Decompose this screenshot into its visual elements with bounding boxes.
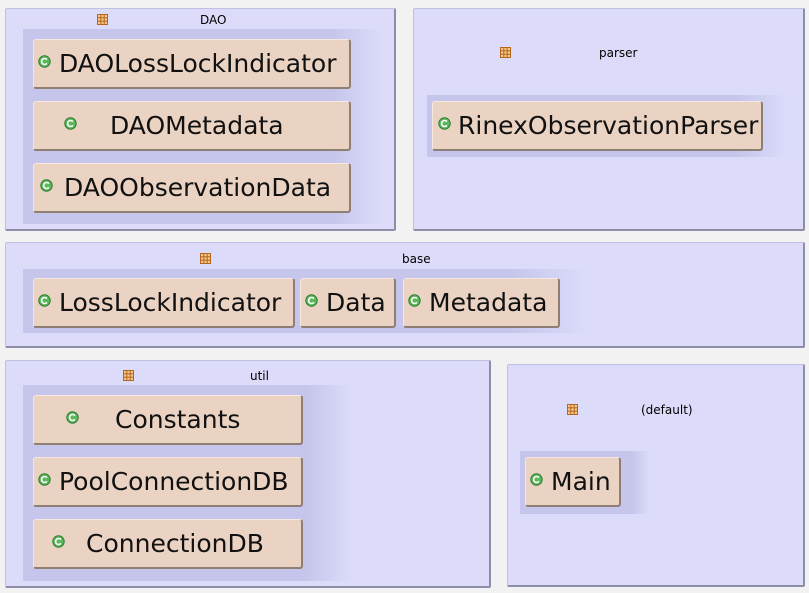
class-main[interactable]: Main: [525, 457, 621, 507]
class-name: Data: [326, 288, 386, 317]
class-pool-connection-db[interactable]: PoolConnectionDB: [33, 457, 303, 507]
class-dao-observation-data[interactable]: DAOObservationData: [33, 163, 351, 213]
class-icon: [66, 411, 79, 424]
package-label: DAO: [200, 13, 227, 27]
class-icon: [38, 294, 51, 307]
class-name: Main: [551, 467, 611, 496]
class-icon: [40, 179, 53, 192]
package-icon: [500, 47, 511, 58]
class-metadata[interactable]: Metadata: [403, 278, 560, 328]
class-name: DAOObservationData: [64, 173, 332, 202]
class-icon: [530, 473, 543, 486]
class-rinex-observation-parser[interactable]: RinexObservationParser: [432, 101, 763, 151]
package-label: (default): [641, 403, 693, 417]
class-name: RinexObservationParser: [458, 111, 759, 140]
package-icon: [123, 370, 134, 381]
class-icon: [38, 473, 51, 486]
class-icon: [305, 294, 318, 307]
package-icon: [200, 253, 211, 264]
class-name: DAOMetadata: [110, 111, 284, 140]
class-icon: [64, 117, 77, 130]
package-icon: [97, 14, 108, 25]
class-connection-db[interactable]: ConnectionDB: [33, 519, 303, 569]
class-icon: [52, 535, 65, 548]
class-dao-metadata[interactable]: DAOMetadata: [33, 101, 351, 151]
class-dao-loss-lock-indicator[interactable]: DAOLossLockIndicator: [33, 39, 351, 89]
package-label: util: [250, 369, 269, 383]
package-icon: [567, 404, 578, 415]
class-data[interactable]: Data: [300, 278, 396, 328]
class-icon: [438, 117, 451, 130]
package-dao[interactable]: DAO DAOLossLockIndicator DAOMetadata DAO…: [5, 8, 396, 231]
package-label: parser: [599, 46, 638, 60]
class-name: PoolConnectionDB: [59, 467, 289, 496]
class-icon: [408, 294, 421, 307]
package-label: base: [402, 252, 431, 266]
package-default[interactable]: (default) Main: [507, 364, 805, 587]
class-name: Metadata: [429, 288, 548, 317]
package-base[interactable]: base LossLockIndicator Data Metadata: [5, 242, 805, 348]
class-name: Constants: [115, 405, 241, 434]
class-icon: [38, 55, 51, 68]
class-constants[interactable]: Constants: [33, 395, 303, 445]
class-name: DAOLossLockIndicator: [59, 49, 337, 78]
class-name: ConnectionDB: [86, 529, 264, 558]
class-name: LossLockIndicator: [59, 288, 282, 317]
class-loss-lock-indicator[interactable]: LossLockIndicator: [33, 278, 295, 328]
package-parser[interactable]: parser RinexObservationParser: [413, 8, 805, 231]
package-util[interactable]: util Constants PoolConnectionDB Connecti…: [5, 360, 491, 588]
